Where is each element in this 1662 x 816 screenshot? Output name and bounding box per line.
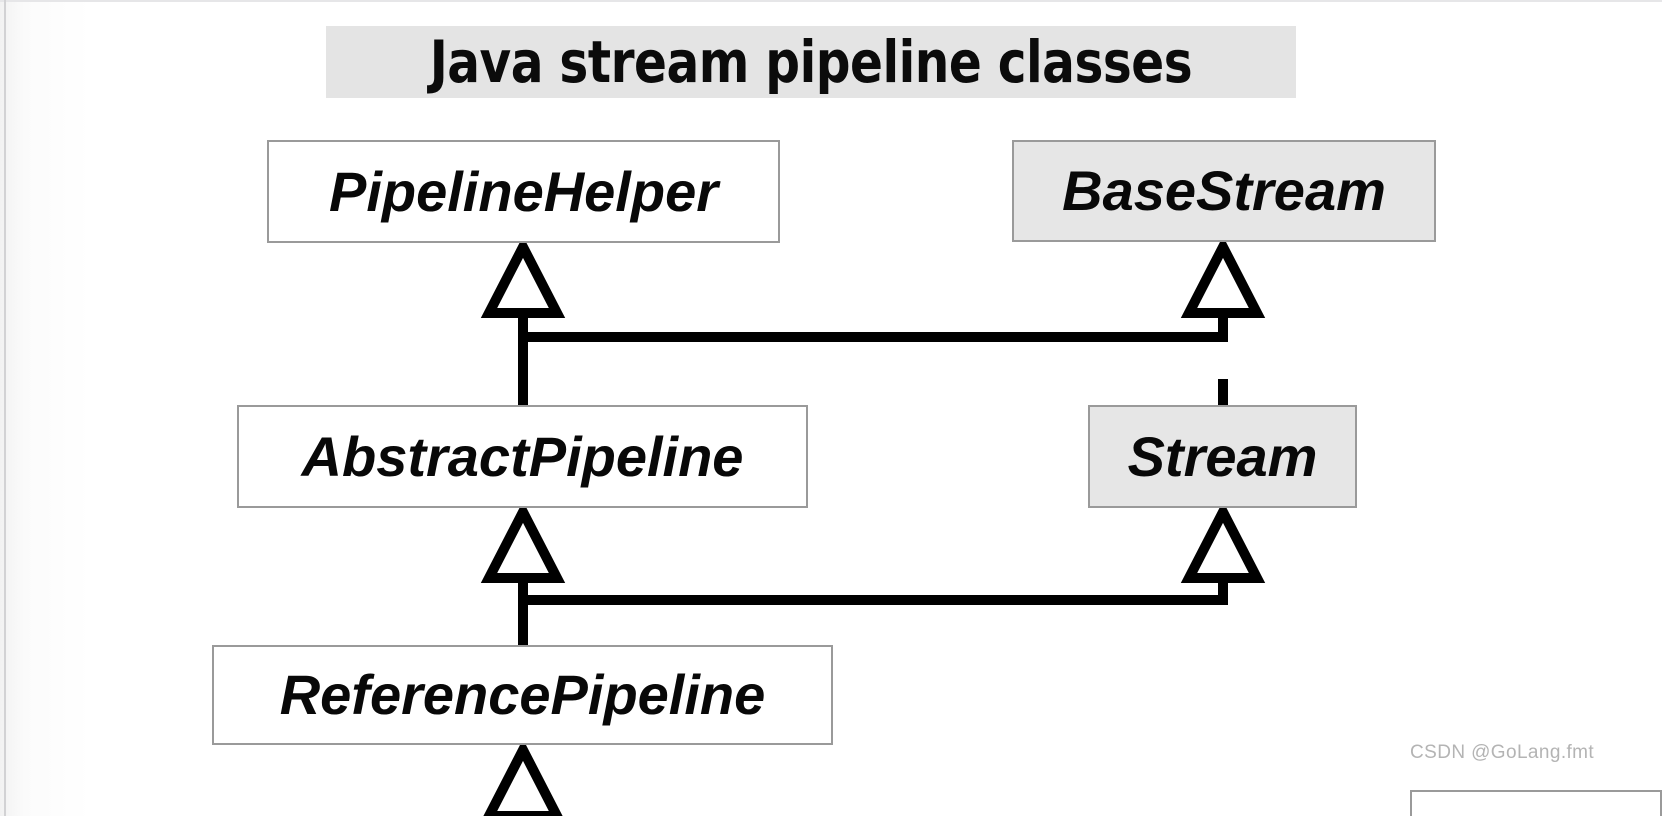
class-node-referencepipeline[interactable]: ReferencePipeline [212,645,833,745]
class-node-label: Stream [1127,424,1318,488]
edge-abstractpipeline-to-pipelinehelper [480,236,566,405]
class-node-abstractpipeline[interactable]: AbstractPipeline [237,405,808,508]
diagram-title-text: Java stream pipeline classes [429,28,1193,96]
class-node-pipelinehelper[interactable]: PipelineHelper [267,140,780,243]
class-node-label: AbstractPipeline [301,424,744,488]
class-node-basestream[interactable]: BaseStream [1012,140,1436,242]
watermark: CSDN @GoLang.fmt [1410,742,1594,764]
class-node-label: PipelineHelper [328,159,719,223]
edge-referencepipeline-to-stream [523,501,1266,605]
page-top-rule [0,0,1662,2]
edge-referencepipeline-to-abstractpipeline [480,501,566,645]
class-node-clipped-bottom-right[interactable] [1410,790,1662,816]
class-node-label: BaseStream [1062,159,1386,222]
page-left-rule [4,0,6,816]
edge-below-referencepipeline-clipped [483,739,563,816]
edge-abstractpipeline-to-basestream [523,236,1266,342]
diagram-title: Java stream pipeline classes [326,26,1296,98]
class-node-label: ReferencePipeline [279,663,766,726]
watermark-text: CSDN @GoLang.fmt [1410,742,1595,763]
class-node-stream[interactable]: Stream [1088,405,1357,508]
